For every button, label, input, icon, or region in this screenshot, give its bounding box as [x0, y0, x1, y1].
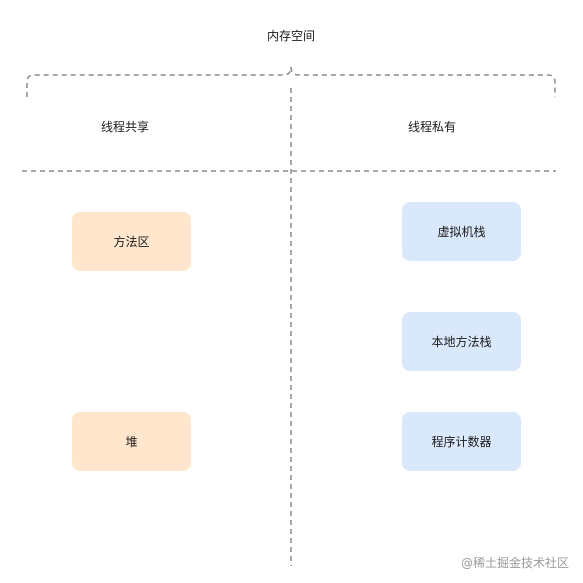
shared-heading: 线程共享 — [100, 120, 150, 134]
vm-stack-label: 虚拟机栈 — [437, 225, 486, 239]
method-area-label: 方法区 — [113, 235, 150, 249]
native-method-stack-box: 本地方法栈 — [402, 312, 521, 371]
vm-stack-box: 虚拟机栈 — [402, 202, 521, 261]
brace — [26, 66, 556, 97]
program-counter-box: 程序计数器 — [402, 412, 521, 471]
watermark: @稀土掘金技术社区 — [460, 556, 569, 570]
diagram-title: 内存空间 — [266, 29, 316, 43]
method-area-box: 方法区 — [72, 212, 191, 271]
private-heading: 线程私有 — [407, 120, 457, 134]
native-method-stack-label: 本地方法栈 — [431, 335, 492, 349]
program-counter-label: 程序计数器 — [431, 435, 492, 449]
heap-box: 堆 — [72, 412, 191, 471]
heap-label: 堆 — [125, 435, 138, 449]
